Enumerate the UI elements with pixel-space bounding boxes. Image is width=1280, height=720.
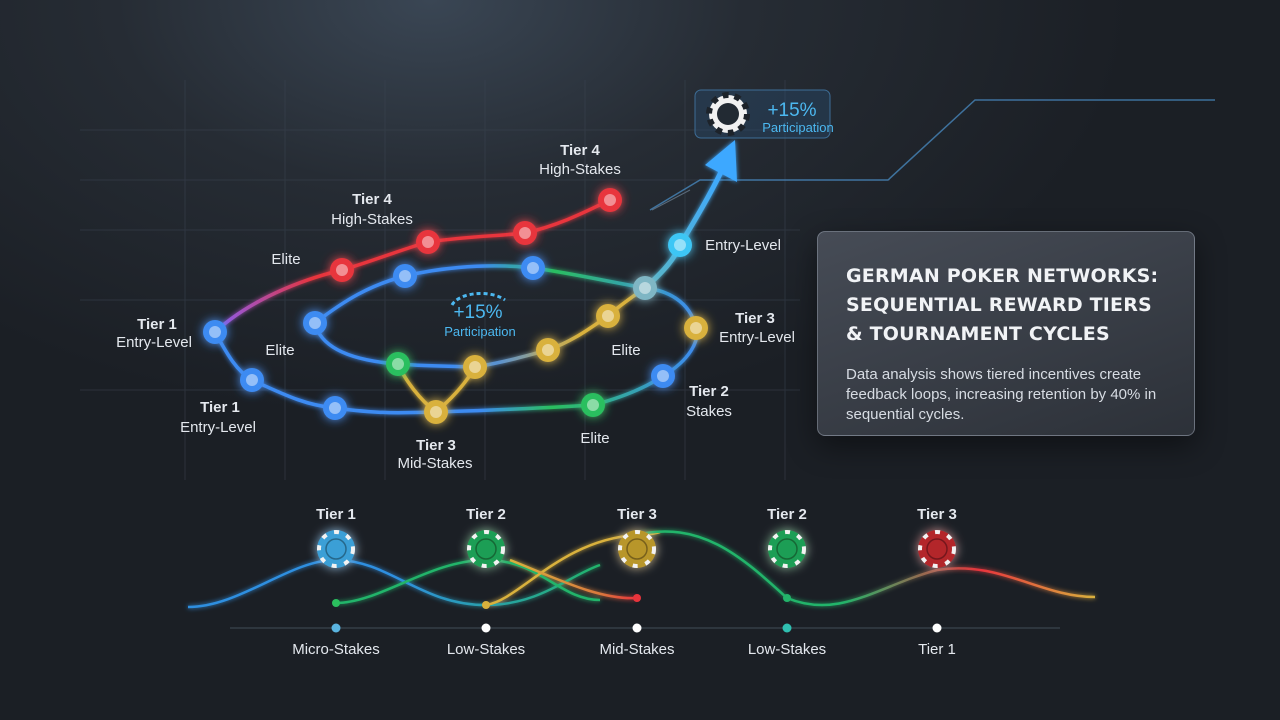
timeline-tier-label: Tier 1 (316, 506, 356, 523)
callout-chip-icon (706, 92, 750, 136)
timeline-axis-dot (632, 623, 642, 633)
spiral-node (386, 352, 410, 376)
timeline-tier-label: Tier 3 (917, 506, 957, 523)
timeline-wave-dots (332, 594, 791, 609)
poker-chip-icon (467, 530, 505, 568)
timeline-tier-label: Tier 2 (767, 506, 807, 523)
timeline-stake-label: Mid-Stakes (599, 641, 674, 658)
wave-green-red (509, 558, 638, 600)
spiral-node (303, 311, 327, 335)
label-tier2-right-line1: Tier 2 (689, 383, 729, 400)
label-tier4-top-line1: Tier 4 (560, 142, 600, 159)
label-tier1-lower-line1: Tier 1 (200, 399, 240, 416)
spiral-nodes (203, 188, 708, 424)
label-elite-upper: Elite (271, 251, 300, 268)
label-tier1-left-line2: Entry-Level (116, 334, 192, 351)
label-tier1-left-line1: Tier 1 (137, 316, 177, 333)
spiral-node (393, 264, 417, 288)
spiral-node (684, 316, 708, 340)
callout-top: +15% Participation (694, 89, 834, 139)
spiral-labels: Tier 4 High-Stakes Tier 4 High-Stakes El… (116, 142, 795, 472)
spiral-node (463, 355, 487, 379)
spiral-node (536, 338, 560, 362)
wave-dot (783, 594, 791, 602)
connector-arrow (643, 168, 725, 290)
label-tier4-left-line1: Tier 4 (352, 191, 392, 208)
label-elite-bottom: Elite (580, 430, 609, 447)
poker-chip-icon (317, 530, 355, 568)
trend-step-line (649, 99, 1215, 211)
timeline-axis-dot (481, 623, 491, 633)
arrow-pointer-line (651, 189, 691, 211)
spiral-node (203, 320, 227, 344)
label-tier3-right-line1: Tier 3 (735, 310, 775, 327)
callout-center-label: Participation (444, 324, 516, 339)
poker-chip-icon (768, 530, 806, 568)
wave-dot (482, 601, 490, 609)
callout-top-value: +15% (767, 100, 816, 121)
timeline-axis-dot (932, 623, 942, 633)
callout-center-value: +15% (453, 302, 502, 323)
wave-gold-red (485, 530, 661, 607)
spiral-node (323, 396, 347, 420)
spiral-node (416, 230, 440, 254)
spiral-node (513, 221, 537, 245)
label-tier3-bottom-line2: Mid-Stakes (397, 455, 472, 472)
label-elite-right: Elite (611, 342, 640, 359)
label-elite-mid: Elite (265, 342, 294, 359)
timeline-items: Tier 1 Tier 2 Tier 3 Tier 2 Tier 3 Micro-Stak… (292, 506, 957, 658)
spiral-node (633, 276, 657, 300)
label-tier4-left-line2: High-Stakes (331, 211, 413, 228)
timeline-stake-label: Low-Stakes (447, 641, 525, 658)
panel-body: Data analysis shows tiered incentives cr… (846, 366, 1157, 423)
callout-center-arc (450, 291, 506, 306)
spiral-node (596, 304, 620, 328)
label-tier3-bottom-line1: Tier 3 (416, 437, 456, 454)
spiral-node (668, 233, 692, 257)
timeline-stake-label: Tier 1 (918, 641, 956, 658)
label-tier3-right-line2: Entry-Level (719, 329, 795, 346)
callout-top-label: Participation (762, 120, 834, 135)
panel-title: GERMAN POKER NETWORKS: SEQUENTIAL REWARD… (846, 265, 1159, 345)
callout-center: +15% Participation (444, 291, 516, 339)
spiral-node (330, 258, 354, 282)
timeline-stake-label: Micro-Stakes (292, 641, 380, 658)
timeline-axis-dot (782, 623, 792, 633)
label-entry-level-arrow: Entry-Level (705, 237, 781, 254)
poker-chip-icon (618, 530, 656, 568)
spiral-node (581, 393, 605, 417)
timeline-tier-label: Tier 3 (617, 506, 657, 523)
timeline-stake-label: Low-Stakes (748, 641, 826, 658)
growth-arrowhead (705, 140, 737, 182)
timeline-axis-dot (331, 623, 341, 633)
label-tier1-lower-line2: Entry-Level (180, 419, 256, 436)
timeline-tier-label: Tier 2 (466, 506, 506, 523)
spiral-node (240, 368, 264, 392)
poker-chip-icon (918, 530, 956, 568)
spiral-node (521, 256, 545, 280)
label-tier4-top-line2: High-Stakes (539, 161, 621, 178)
summary-panel: GERMAN POKER NETWORKS: SEQUENTIAL REWARD… (817, 231, 1195, 436)
wave-dot (332, 599, 340, 607)
spiral-node (651, 364, 675, 388)
wave-blue-green (187, 558, 601, 609)
spiral-node (424, 400, 448, 424)
wave-long (635, 530, 1096, 607)
label-tier2-right-line2: Stakes (686, 403, 732, 420)
spiral-node (598, 188, 622, 212)
wave-dot (633, 594, 641, 602)
